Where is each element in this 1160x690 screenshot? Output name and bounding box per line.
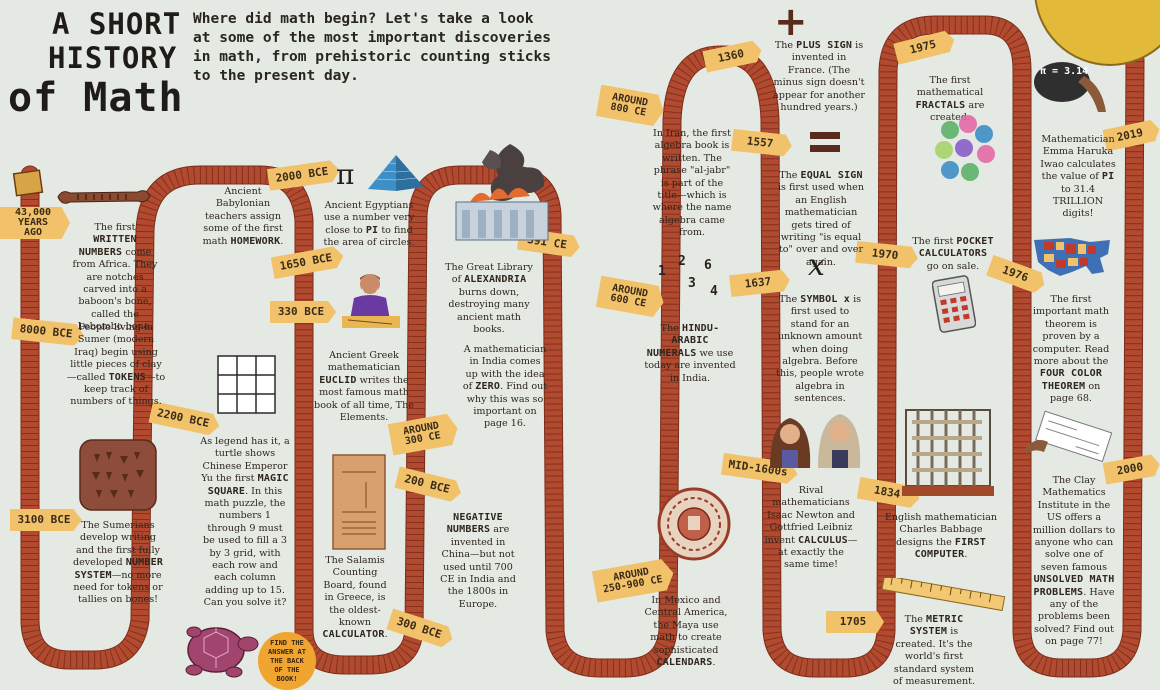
caption-alexandria: The Great Library of ALEXANDRIA burns do… [445, 262, 533, 336]
caption-maya: In Mexico and Central America, the Maya … [644, 595, 728, 669]
pocket-calculator-icon [932, 275, 976, 333]
pi-board-text: π = 3.14 [1040, 66, 1089, 77]
caption-hindu-arabic: The HINDU-ARABIC NUMERALS we use today a… [644, 323, 736, 384]
planet-illustration [1034, 0, 1160, 66]
magic-square-grid [217, 355, 276, 414]
equal-sign-icon [810, 132, 840, 152]
caption-homework: Ancient Babylonian teachers assign some … [202, 186, 284, 247]
title-line2: HISTORY [48, 41, 178, 75]
caption-pocket-calculators: The first POCKET CALCULATORS go on sale. [912, 236, 994, 272]
pi-chalkboard-illustration [1034, 62, 1106, 112]
us-map-illustration [1034, 238, 1110, 276]
tag-3100-bce: 3100 BCE [10, 509, 82, 531]
newton-leibniz-illustration [770, 414, 861, 468]
caption-first-computer: English mathematician Charles Babbage de… [884, 512, 998, 561]
caption-magic-square: As legend has it, a turtle shows Chinese… [200, 436, 290, 609]
caption-equal-sign: The EQUAL SIGN is first used when an Eng… [777, 170, 865, 268]
hindu-arabic-digits: 1 2 6 3 4 [658, 254, 718, 299]
fractal-illustration [935, 115, 995, 181]
metric-ruler-illustration [881, 578, 1006, 612]
lebombo-bone-illustration [57, 190, 151, 204]
caption-fractals: The first mathematical FRACTALS are crea… [915, 75, 985, 124]
title-line3: of Math [8, 75, 184, 121]
caption-lebombo: The first WRITTEN NUMBERS come from Afri… [72, 222, 158, 333]
library-fire-illustration [455, 144, 549, 241]
tag-330-bce: 330 BCE [270, 301, 336, 323]
title-line1: A SHORT [52, 7, 182, 41]
caption-euclid: Ancient Greek mathematician EUCLID write… [314, 350, 414, 424]
intro-text: Where did math begin? Let's take a look … [193, 11, 551, 84]
check-illustration [1026, 410, 1113, 463]
babbage-engine-illustration [902, 409, 994, 496]
caption-metric: The METRIC SYSTEM is created. It's the w… [892, 614, 976, 688]
caption-plus-sign: The PLUS SIGN is invented in France. (Th… [773, 40, 865, 114]
caption-zero: A mathematician in India comes up with t… [462, 344, 548, 430]
caption-algebra: In Iran, the first algebra book is writt… [652, 128, 732, 239]
clay-tablet-illustration [79, 439, 157, 511]
euclid-illustration [342, 274, 400, 328]
caption-calculus: Rival mathematicians Isaac Newton and Go… [764, 485, 858, 571]
caption-negative-numbers: NEGATIVE NUMBERS are invented in China—b… [440, 512, 516, 610]
tag-43000-years-ago: 43,000 YEARS AGO [0, 207, 70, 239]
caption-four-color: The first important math theorem is prov… [1032, 294, 1110, 405]
pyramid-icon [368, 155, 424, 191]
salamis-board-illustration [332, 454, 386, 550]
x-symbol-icon: x [808, 248, 825, 283]
caption-tokens: People living in Sumer (modern Iraq) beg… [66, 322, 166, 408]
turtle-illustration [185, 626, 259, 678]
tag-1705: 1705 [826, 611, 884, 633]
answer-badge: FIND THE ANSWER AT THE BACK OF THE BOOK! [258, 632, 316, 690]
plus-sign-icon: + [774, 0, 808, 45]
caption-pi-digits: Mathematician Emma Haruka Iwao calculate… [1040, 134, 1116, 220]
maya-calendar-illustration [657, 487, 731, 561]
caption-number-system: The Sumerians develop writing and the fi… [72, 520, 164, 606]
caption-symbol-x: The SYMBOL x is first used to stand for … [776, 294, 864, 405]
caption-unsolved-problems: The Clay Mathematics Institute in the US… [1032, 475, 1116, 648]
caption-pi-egypt: Ancient Egyptians use a number very clos… [323, 200, 415, 249]
pi-symbol-icon: π [336, 158, 355, 191]
caption-salamis: The Salamis Counting Board, found in Gre… [322, 555, 388, 641]
